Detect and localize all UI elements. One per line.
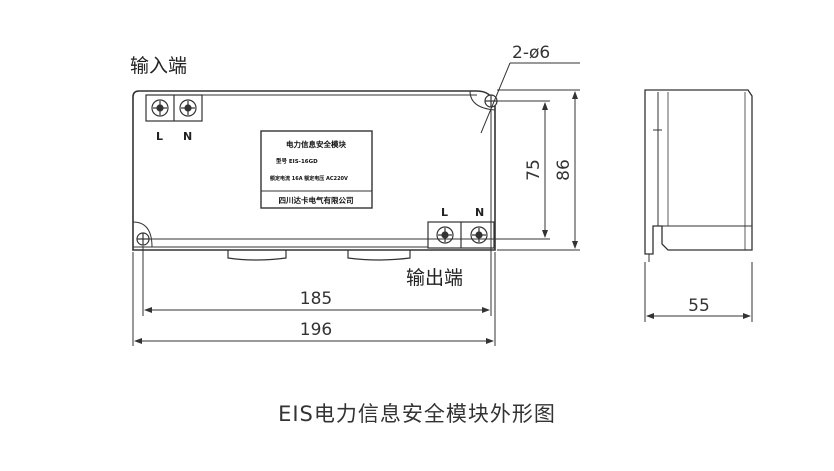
nameplate-rating: 额定电流 16A 额定电压 AC220V [270,175,348,182]
input-terminal-n-label: N [183,130,192,143]
screw-icon [151,99,169,117]
screw-icon [470,226,488,244]
screw-icon [179,99,197,117]
hole-spec-leader [480,62,580,134]
input-terminal-label: 输入端 [130,55,187,77]
hole-spec-label: 2-ø6 [512,43,550,63]
mounting-hole-bottom-left [136,232,150,246]
figure-caption: EIS电力信息安全模块外形图 [278,402,556,426]
dim-label-196: 196 [300,320,332,340]
screw-icon [436,226,454,244]
mounting-hole-top-right [484,94,498,108]
din-clip-left [227,250,287,261]
nameplate-model: 型号 EIS-16GD [276,157,318,165]
output-terminal-n-label: N [475,206,484,219]
nameplate-manufacturer: 四川达卡电气有限公司 [279,195,354,205]
input-terminal-l-label: L [156,130,163,143]
side-view [644,89,753,262]
nameplate-title: 电力信息安全模块 [286,139,346,149]
output-terminal-label: 输出端 [406,267,463,289]
output-terminal-l-label: L [441,206,448,219]
input-terminal-block [145,94,203,122]
nameplate: 电力信息安全模块 型号 EIS-16GD 额定电流 16A 额定电压 AC220… [260,130,373,209]
dim-label-86: 86 [554,159,574,181]
din-clip-right [347,250,411,261]
output-terminal-block [427,221,495,249]
dim-label-75: 75 [524,159,544,181]
dim-label-185: 185 [300,289,332,309]
dimension-lines [132,89,753,346]
dim-label-55: 55 [688,296,710,316]
